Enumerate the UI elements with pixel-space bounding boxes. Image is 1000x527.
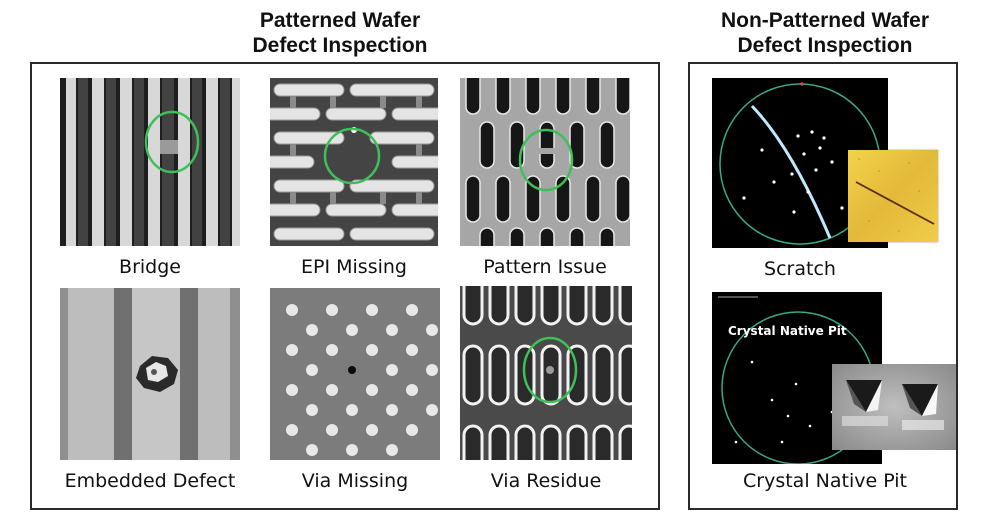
- embedded-defect-caption: Embedded Defect: [64, 470, 236, 492]
- via-missing-caption: Via Missing: [301, 470, 409, 492]
- patterned-title-line2: Defect Inspection: [252, 34, 428, 57]
- non-patterned-title: Non-Patterned Wafer Defect Inspection: [680, 8, 970, 58]
- embedded-defect-image: [60, 288, 240, 460]
- crystal-overlay-label: Crystal Native Pit: [728, 324, 847, 338]
- bridge-highlight-circle: [144, 110, 200, 174]
- scratch-inset: [848, 150, 938, 242]
- epi-missing-highlight-circle: [323, 127, 381, 185]
- epi-missing-caption: EPI Missing: [301, 256, 407, 278]
- via-residue-highlight-circle: [522, 336, 578, 404]
- non-patterned-title-line2: Defect Inspection: [737, 34, 913, 57]
- via-residue-image: [460, 286, 632, 460]
- crystal-native-pit-inset: [832, 364, 956, 450]
- pattern-issue-caption: Pattern Issue: [483, 256, 607, 278]
- pattern-issue-image: [460, 78, 630, 246]
- non-patterned-title-line1: Non-Patterned Wafer: [720, 9, 930, 32]
- bridge-caption: Bridge: [119, 256, 181, 278]
- scratch-caption: Scratch: [764, 258, 836, 280]
- non-patterned-panel: Scratch Crystal Native Pit: [688, 62, 958, 510]
- epi-missing-image: [270, 78, 438, 246]
- crystal-native-pit-caption: Crystal Native Pit: [743, 470, 907, 492]
- via-residue-caption: Via Residue: [490, 470, 602, 492]
- patterned-title-line1: Patterned Wafer: [259, 9, 421, 32]
- patterned-panel: Bridge EPI Missi: [30, 62, 660, 510]
- via-missing-image: [270, 288, 440, 460]
- bridge-image: [60, 78, 240, 246]
- patterned-title: Patterned Wafer Defect Inspection: [190, 8, 490, 58]
- pattern-issue-highlight-circle: [518, 128, 574, 192]
